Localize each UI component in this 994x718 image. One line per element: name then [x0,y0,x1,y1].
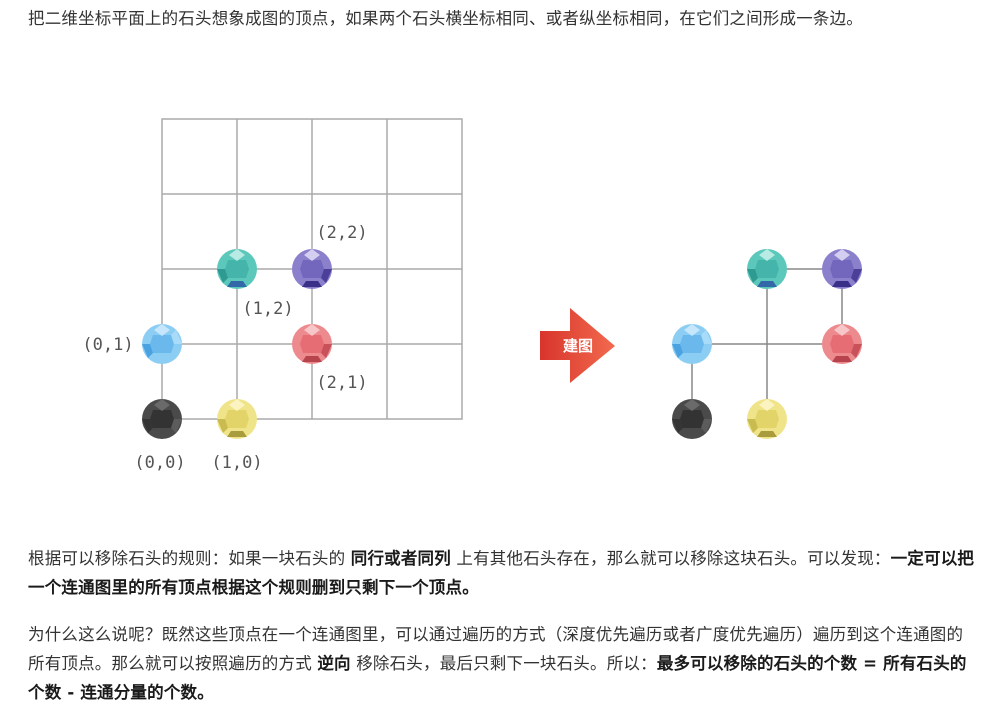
explanation-bold-reverse: 逆向 [317,654,351,673]
stones-graph-figure: (2,2) (1,2) (0,1) (2,1) (0,0) (1,0) 建图 [82,118,862,473]
left-stones [142,249,332,439]
right-stones [672,249,862,439]
rule-bold-same-row-col: 同行或者同列 [350,549,451,568]
graph-edges [691,268,843,419]
coordinate-labels: (2,2) (1,2) (0,1) (2,1) (0,0) (1,0) [82,223,367,473]
stone-0-1 [142,324,182,364]
graph-vertex-2-2 [822,249,862,289]
graph-vertex-0-0 [672,399,712,439]
explanation-text-post: 移除石头，最后只剩下一块石头。所以： [350,654,657,673]
graph-vertex-2-1 [822,324,862,364]
intro-text: 把二维坐标平面上的石头想象成图的顶点，如果两个石头横坐标相同、或者纵坐标相同，在… [28,9,863,28]
explanation-paragraph: 为什么这么说呢？既然这些顶点在一个连通图里，可以通过遍历的方式（深度优先遍历或者… [28,620,978,707]
label-0-1: (0,1) [82,335,133,355]
label-0-0: (0,0) [134,453,185,473]
rule-text-pre: 根据可以移除石头的规则：如果一块石头的 [28,549,351,568]
rule-bold-conclusion: 一定可以把一个连通图里的所有顶点根据这个规则删到只剩下一个顶点。 [28,549,975,597]
stone-2-2 [292,249,332,289]
graph-vertex-1-2 [747,249,787,289]
explanation-bold-formula: 最多可以移除的石头的个数 = 所有石头的个数 - 连通分量的个数。 [28,654,967,702]
stone-1-0 [217,399,257,439]
graph-vertex-1-0 [747,399,787,439]
stone-1-2 [217,249,257,289]
arrow-label: 建图 [563,337,593,355]
label-1-0: (1,0) [211,453,262,473]
explanation-text-pre: 为什么这么说呢？既然这些顶点在一个连通图里，可以通过遍历的方式（深度优先遍历或者… [28,625,964,673]
build-graph-arrow: 建图 [540,308,615,383]
stone-0-0 [142,399,182,439]
removal-rule-paragraph: 根据可以移除石头的规则：如果一块石头的 同行或者同列 上有其他石头存在，那么就可… [28,544,978,602]
label-2-2: (2,2) [316,223,367,243]
intro-paragraph: 把二维坐标平面上的石头想象成图的顶点，如果两个石头横坐标相同、或者纵坐标相同，在… [28,4,978,33]
label-2-1: (2,1) [316,373,367,393]
rule-text-post: 上有其他石头存在，那么就可以移除这块石头。可以发现： [450,549,891,568]
label-1-2: (1,2) [242,299,293,319]
graph-vertex-0-1 [672,324,712,364]
stone-2-1 [292,324,332,364]
